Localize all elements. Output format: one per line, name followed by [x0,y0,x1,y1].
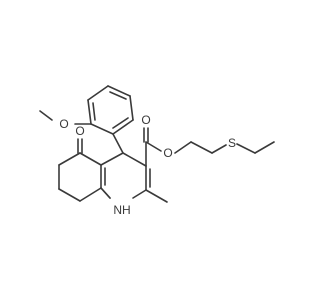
ketone-oxygen-label: O [75,124,84,138]
methoxy-oxygen-label: O [59,117,68,131]
methoxyphenyl-ring [87,85,134,135]
nh-bond-left [100,187,111,199]
ester-group [143,127,275,167]
methyl-bond [145,189,168,203]
methoxy-group [39,110,92,125]
thioether-sulfur-label: S [228,136,236,150]
amine-nh-label: NH [113,203,130,217]
chemical-structure-diagram: O O O S O NH [39,85,275,217]
cyclohexanone-ring [58,138,102,202]
dihydropyridine-ring [100,133,151,199]
ester-oxygen-label: O [163,146,172,160]
ester-carbonyl-oxygen-label: O [141,113,150,127]
